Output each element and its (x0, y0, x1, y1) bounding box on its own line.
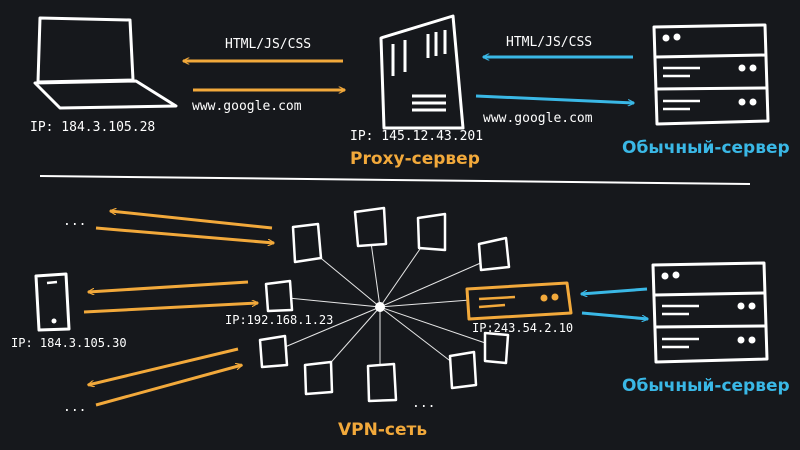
vpn-regular-server-title: Обычный-сервер (622, 376, 790, 396)
proxy-server-icon (379, 14, 465, 130)
client-ip-label: IP: 184.3.105.28 (30, 120, 156, 135)
server-rack-icon (651, 261, 769, 364)
server-arrows (475, 57, 634, 103)
vpn-node-icon (303, 360, 334, 396)
proxy-server-title: Proxy-сервер (350, 149, 480, 169)
laptop-icon (33, 16, 178, 110)
vpn-exit-server-icon (465, 281, 573, 321)
vpn-client-ip-label: IP: 184.3.105.30 (11, 336, 127, 350)
vpn-node-icon (366, 362, 398, 403)
vpn-node-icon (353, 206, 388, 248)
vpn-node-icon (448, 350, 478, 390)
vpn-arrows (83, 211, 274, 407)
proxy-arrows (183, 61, 345, 90)
phone-icon (34, 272, 71, 332)
vpn-node-icon (483, 331, 510, 365)
server-arrow-label-html: HTML/JS/CSS (506, 35, 593, 50)
proxy-arrow-label-html: HTML/JS/CSS (225, 37, 312, 52)
server-rack-icon (652, 23, 770, 126)
proxy-arrow-label-url: www.google.com (192, 99, 302, 114)
vpn-hub-node (375, 302, 385, 312)
regular-server-title: Обычный-сервер (622, 138, 790, 158)
vpn-node-icon (291, 222, 323, 264)
section-divider (39, 175, 751, 185)
vpn-entry-ip-label: IP:192.168.1.23 (225, 313, 334, 327)
vpn-node-icon (264, 279, 294, 313)
vpn-node-icon (477, 236, 511, 272)
vpn-network-title: VPN-сеть (338, 420, 428, 440)
server-arrow-label-url: www.google.com (483, 111, 593, 126)
vpn-spokes (272, 227, 498, 382)
server-arrow-to-server (475, 94, 634, 103)
vpn-exit-ip-label: IP:243.54.2.10 (472, 321, 574, 335)
vpn-ellipsis-top: ... (63, 214, 87, 229)
vpn-nodes (258, 206, 511, 403)
vpn-node-icon (258, 334, 289, 369)
vpn-server-arrows (581, 287, 648, 319)
proxy-ip-label: IP: 145.12.43.201 (350, 129, 484, 144)
vpn-node-icon (416, 212, 447, 252)
vpn-ellipsis-network: ... (412, 396, 436, 411)
vpn-ellipsis-bottom: ... (63, 400, 87, 415)
